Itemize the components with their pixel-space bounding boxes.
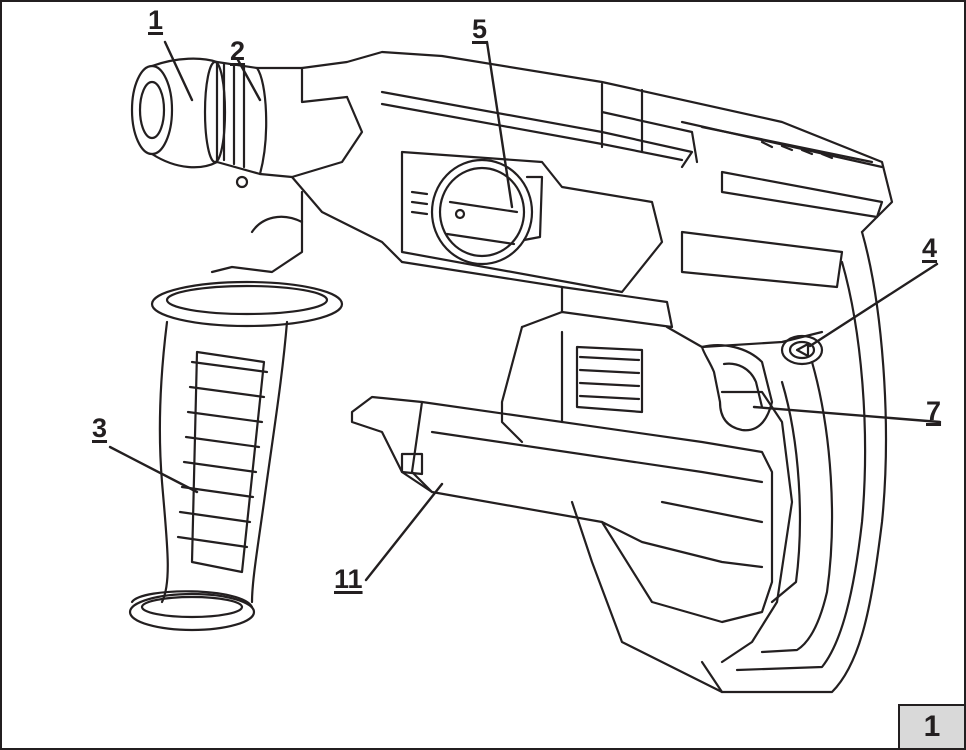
leader-line-4 <box>808 262 939 348</box>
leader-lines <box>108 40 942 582</box>
direction-switch <box>780 334 824 366</box>
motor-housing <box>255 50 894 289</box>
callout-4: 4 <box>922 233 938 263</box>
leader-line-11 <box>364 482 444 582</box>
chuck-collar <box>130 57 268 189</box>
mode-selector-dial <box>400 150 664 294</box>
switch-housing <box>400 260 824 444</box>
leader-line-1 <box>163 40 194 102</box>
callout-2: 2 <box>230 36 246 66</box>
leader-line-3 <box>108 445 199 494</box>
main-handle <box>570 230 888 694</box>
dust-extraction-module <box>350 395 774 624</box>
leader-line-2 <box>236 58 262 102</box>
callout-3: 3 <box>92 413 108 443</box>
leader-line-7 <box>752 405 942 424</box>
trigger-switch <box>700 344 774 432</box>
auxiliary-handle <box>128 190 344 632</box>
leader-line-5 <box>485 40 514 209</box>
callout-1: 1 <box>148 5 164 35</box>
figure-number: 1 <box>923 710 941 743</box>
callout-5: 5 <box>472 14 488 44</box>
figure-number-box: 1 <box>898 704 964 748</box>
callout-7: 7 <box>926 396 942 426</box>
callout-11: 11 <box>334 564 363 594</box>
